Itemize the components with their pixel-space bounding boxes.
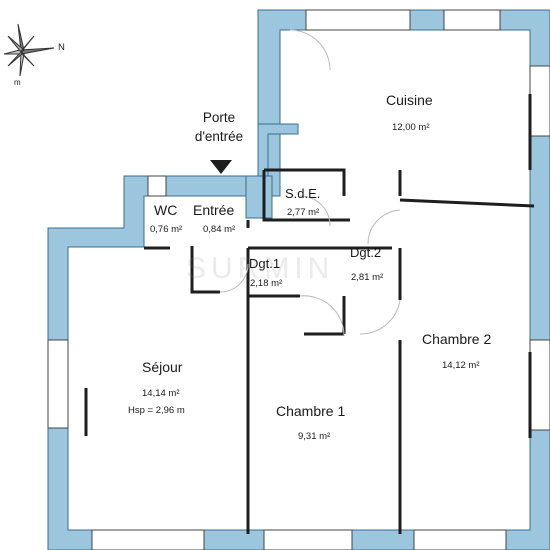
room-sejour-name: Séjour	[142, 359, 183, 375]
exterior-walls	[47, 9, 550, 550]
window-chambre1-bottom	[263, 529, 353, 550]
room-chambre1-area: 9,31 m²	[298, 431, 331, 442]
entry-label-line2: d'entrée	[194, 129, 244, 144]
room-chambre2-area: 14,12 m²	[442, 360, 480, 371]
entry-notch-wall-2	[245, 175, 273, 219]
room-chambre1-name: Chambre 1	[276, 403, 346, 419]
room-entree-name: Entrée	[193, 202, 235, 218]
room-wc-name: WC	[154, 202, 178, 218]
room-sejour-area: 14,14 m²	[142, 388, 180, 399]
door-swings	[219, 29, 401, 337]
room-dgt2-name: Dgt.2	[350, 245, 382, 260]
room-dgt1-area: 2,18 m²	[250, 278, 283, 289]
room-dgt2-area: 2,81 m²	[351, 272, 384, 283]
room-chambre2-name: Chambre 2	[422, 331, 492, 347]
compass: N m	[0, 14, 65, 87]
watermark: SURMIN	[186, 252, 335, 285]
windows	[47, 9, 550, 550]
room-entree-area: 0,84 m²	[203, 224, 236, 235]
partitions	[144, 168, 535, 534]
window-chambre2-right	[529, 339, 550, 431]
window-wc-top	[147, 175, 167, 197]
window-chambre2-bottom	[413, 529, 507, 550]
window-sejour-bottom	[91, 529, 205, 550]
room-sejour-height: Hsp = 2,96 m	[128, 405, 185, 416]
window-frames	[84, 94, 532, 438]
window-sejour-left	[47, 339, 69, 429]
window-cuisine-top-right	[443, 9, 501, 31]
window-cuisine-right	[529, 65, 550, 137]
room-sde-area: 2,77 m²	[287, 207, 320, 218]
room-dgt1-name: Dgt.1	[249, 256, 281, 271]
entry-label-line1: Porte	[202, 110, 236, 125]
compass-north-letter: N	[58, 42, 65, 53]
compass-south-letter: m	[14, 78, 21, 87]
entry-label: Porte d'entrée	[178, 108, 260, 146]
room-wc-area: 0,76 m²	[150, 224, 183, 235]
room-cuisine-name: Cuisine	[386, 92, 433, 108]
room-sde-name: S.d.E.	[285, 186, 321, 201]
room-cuisine-area: 12,00 m²	[392, 122, 430, 133]
compass-rose-icon	[3, 23, 55, 77]
window-cuisine-top-left	[305, 9, 411, 31]
